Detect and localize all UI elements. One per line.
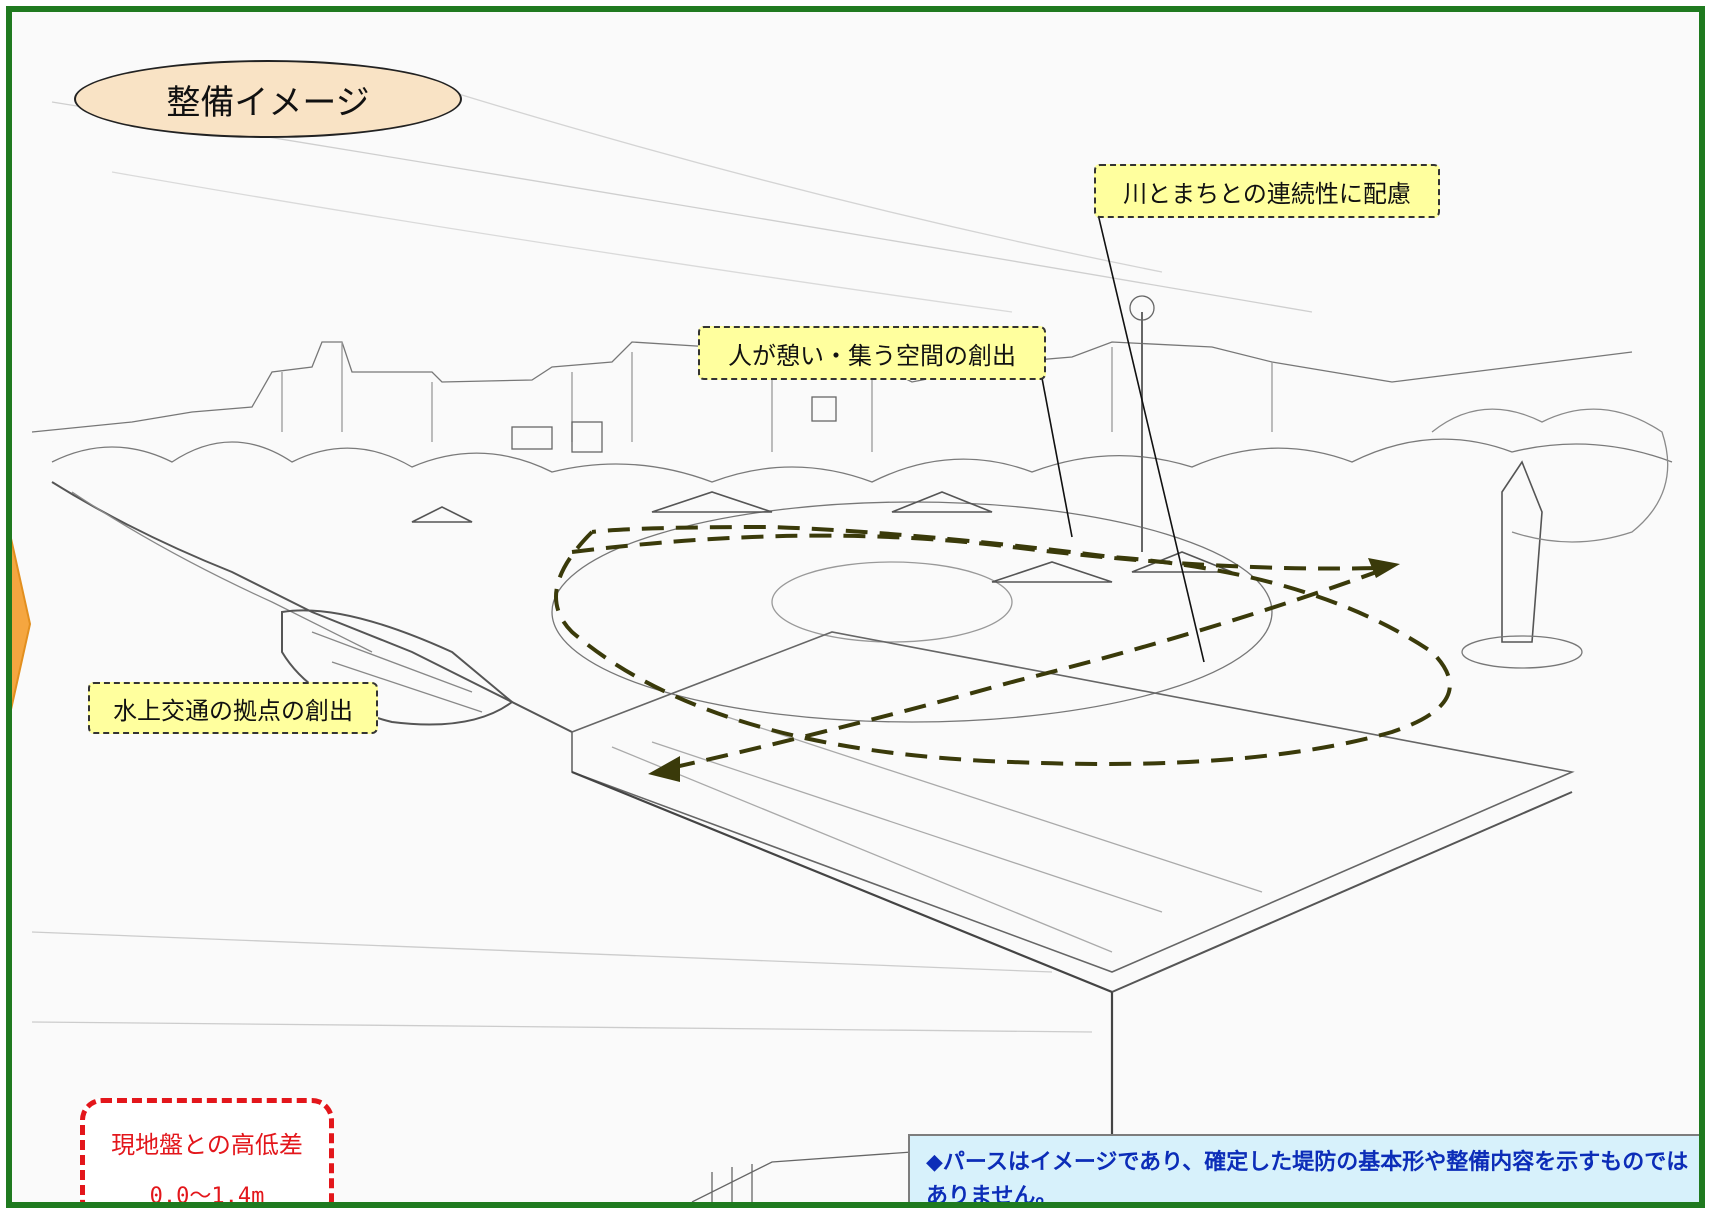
monument xyxy=(1501,460,1543,643)
previous-step-arrow xyxy=(12,538,32,710)
flow-arrow-loop xyxy=(554,524,1452,766)
flow-arrow-to-river xyxy=(661,568,1383,772)
title-label: 整備イメージ xyxy=(74,60,462,138)
callout-water-transport: 水上交通の拠点の創出 xyxy=(88,682,378,734)
disclaimer-note: ◆パースはイメージであり、確定した堤防の基本形や整備内容を示すものではありません… xyxy=(908,1134,1699,1208)
leader-line-continuity xyxy=(1097,213,1205,663)
leader-line-gathering xyxy=(1041,377,1073,538)
flow-arrow-to-town xyxy=(571,533,1383,571)
callout-gathering: 人が憩い・集う空間の創出 xyxy=(698,326,1046,380)
title-text: 整備イメージ xyxy=(166,82,370,123)
elevation-label: 現地盤との高低差 xyxy=(111,1131,303,1159)
callout-continuity: 川とまちとの連続性に配慮 xyxy=(1094,164,1440,218)
disclaimer-text: ◆パースはイメージであり、確定した堤防の基本形や整備内容を示すものではありません… xyxy=(926,1150,1689,1208)
plaza xyxy=(551,501,1273,723)
buildings-skyline xyxy=(31,341,1633,433)
callout-water-transport-text: 水上交通の拠点の創出 xyxy=(113,696,353,725)
flow-arrowhead-right xyxy=(1368,558,1400,578)
riverside-sketch xyxy=(31,91,1673,1202)
tree-canopy xyxy=(51,438,1673,483)
flow-arrowhead-left xyxy=(648,756,680,782)
river-edge xyxy=(51,481,573,733)
fence xyxy=(691,1151,913,1202)
image-frame: 整備イメージ 川とまちとの連続性に配慮 人が憩い・集う空間の創出 水上交通の拠点… xyxy=(6,6,1705,1208)
elevation-difference-box: 現地盤との高低差 0.0～1.4m xyxy=(80,1098,334,1208)
callout-continuity-text: 川とまちとの連続性に配慮 xyxy=(1123,179,1411,208)
terrace xyxy=(571,631,1575,973)
callout-gathering-text: 人が憩い・集う空間の創出 xyxy=(728,341,1016,370)
elevation-value: 0.0～1.4m xyxy=(149,1184,265,1208)
umbrella xyxy=(411,491,1233,583)
